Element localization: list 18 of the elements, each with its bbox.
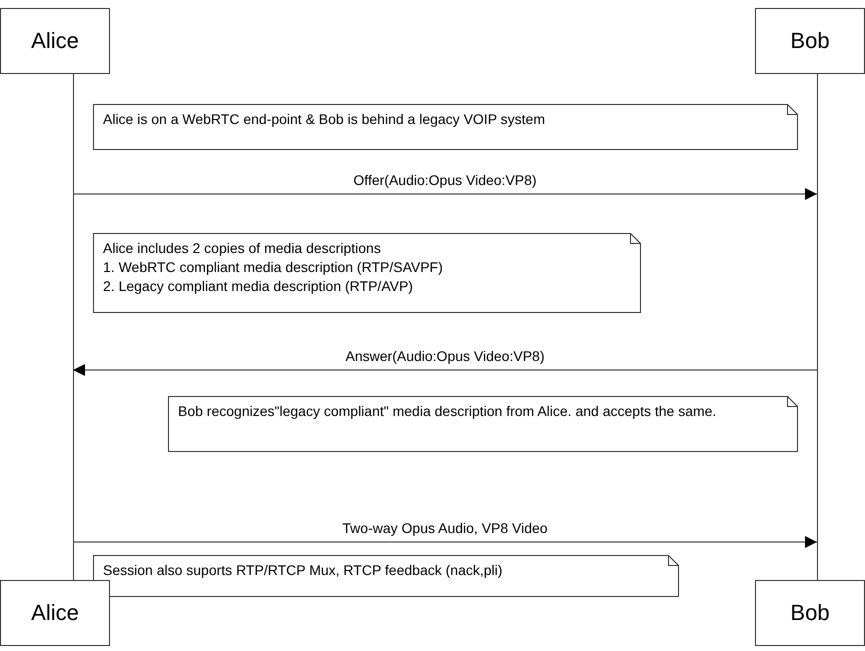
message-arrow: [72, 188, 818, 200]
note-text: 1. WebRTC compliant media description (RTP/SAVPF): [103, 258, 444, 277]
edge-label: Offer(Audio:Opus Video:VP8): [351, 172, 539, 188]
participant-box: Bob: [755, 8, 865, 74]
lifeline: [72, 74, 74, 580]
participant-box: Alice: [0, 8, 110, 74]
edge-label: Answer(Audio:Opus Video:VP8): [344, 348, 546, 364]
note-text: Session also suports RTP/RTCP Mux, RTCP feedback (nack,pli): [103, 561, 504, 580]
participant-box: Alice: [0, 580, 110, 646]
note-text: Alice includes 2 copies of media descriptions: [103, 239, 382, 258]
note-text: Bob recognizes"legacy compliant" media description from Alice. and accepts the same.: [178, 402, 718, 421]
edge-label: Two-way Opus Audio, VP8 Video: [340, 520, 550, 536]
note-text: 2. Legacy compliant media description (RTP/AVP): [103, 277, 414, 296]
lifeline: [816, 74, 818, 580]
message-arrow: [72, 536, 818, 548]
note-text: Alice is on a WebRTC end-point & Bob is behind a legacy VOIP system: [103, 110, 546, 129]
message-arrow: [72, 364, 818, 376]
participant-box: Bob: [755, 580, 865, 646]
